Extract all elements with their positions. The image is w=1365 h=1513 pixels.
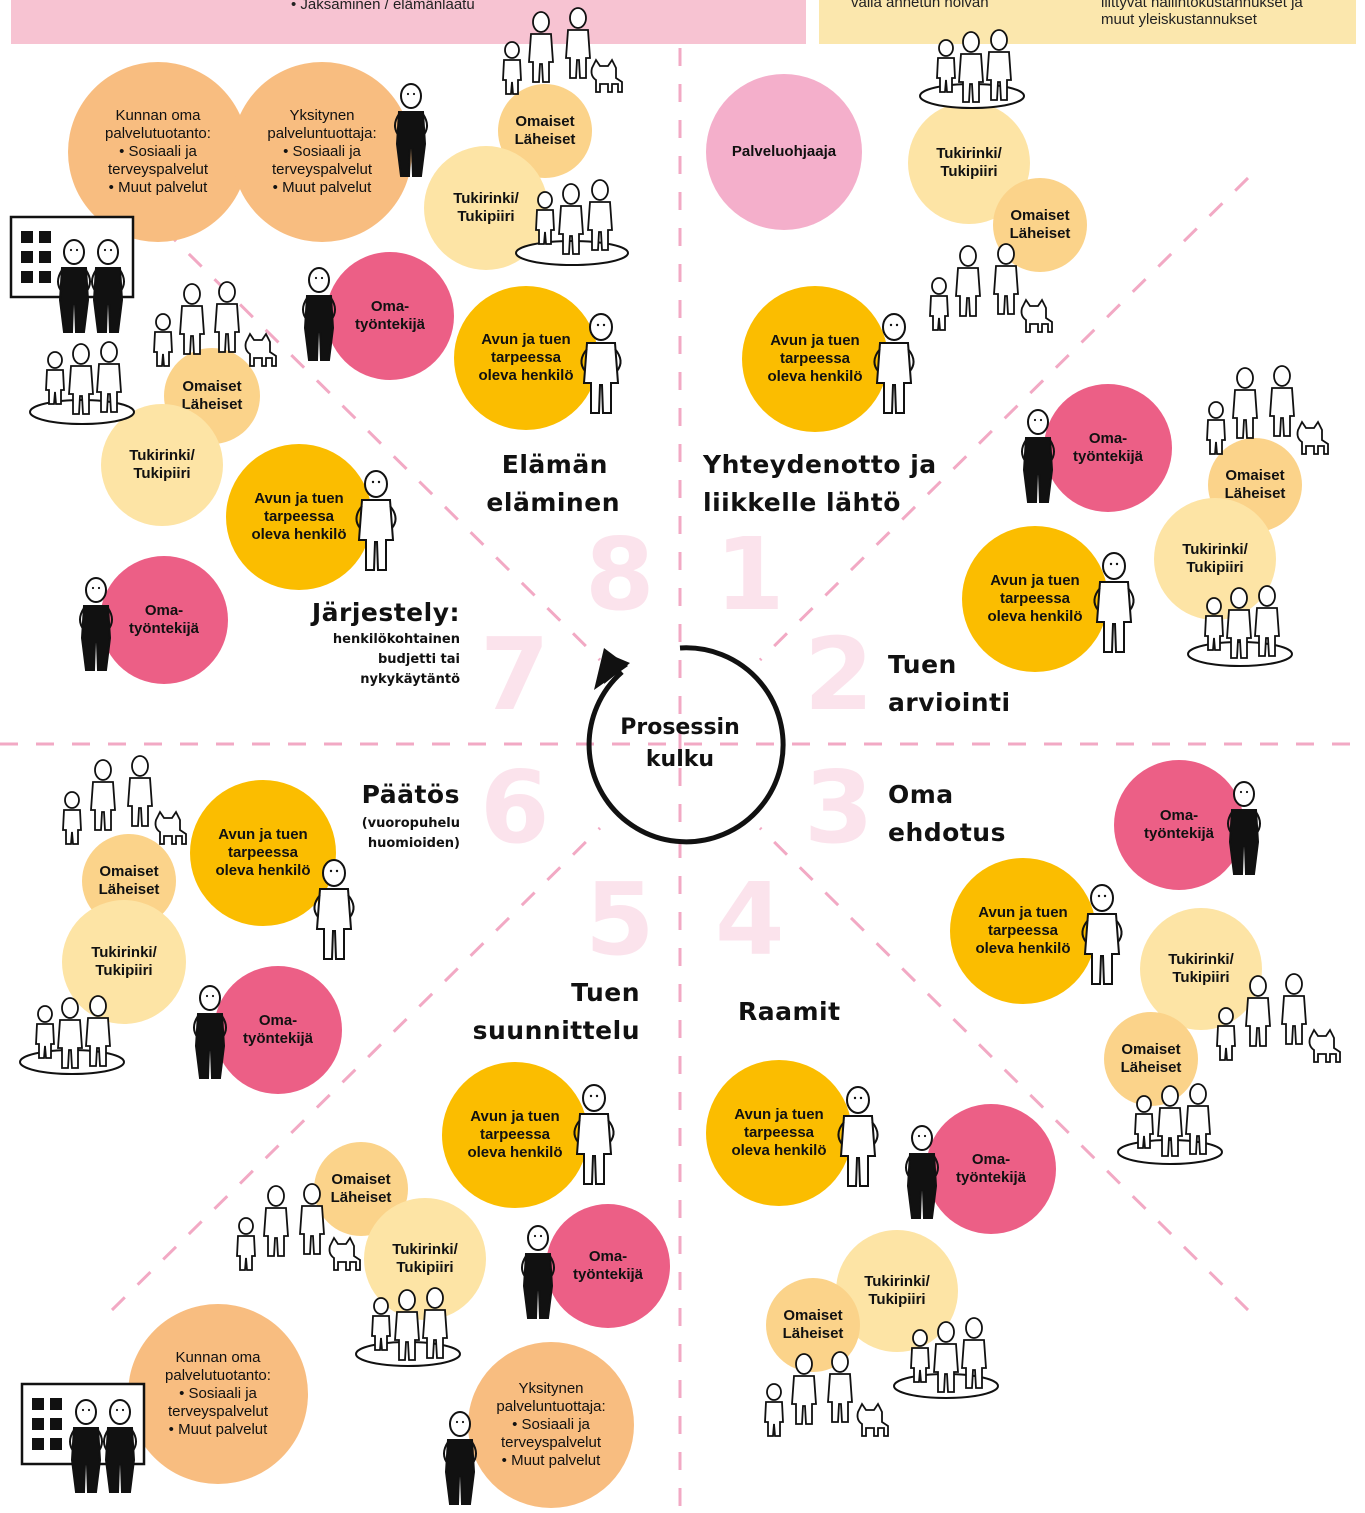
- person-icon: [573, 1084, 615, 1185]
- step-5-number: 5: [585, 861, 655, 978]
- municipal-service-circle: Kunnan oma palvelutuotanto: • Sosiaali j…: [128, 1304, 308, 1484]
- step-7-title-line1: Järjestely:: [311, 598, 460, 627]
- family-group-icon: [764, 1351, 889, 1437]
- support-circle-icon: [919, 29, 1025, 109]
- step-4-title-line1: Raamit: [738, 997, 841, 1026]
- person-icon: [873, 313, 915, 414]
- family-group-icon: [236, 1183, 361, 1271]
- step-4-number: 4: [715, 861, 785, 978]
- worker-icon: [394, 83, 428, 177]
- support-circle-icon: [1187, 585, 1293, 667]
- top-left-banner: • Jaksaminen / elämänlaatu: [11, 0, 806, 44]
- step-8-title-line2: eläminen: [486, 488, 620, 517]
- municipal-service-circle: Kunnan oma palvelutuotanto: • Sosiaali j…: [68, 62, 248, 242]
- municipal-label: Kunnan oma palvelutuotanto: • Sosiaali j…: [105, 107, 211, 196]
- person-icon: [580, 313, 622, 414]
- person-icon: [313, 859, 355, 960]
- person-icon: [1093, 552, 1135, 653]
- worker-circle: Oma- työntekijä: [1114, 760, 1244, 890]
- step-2-title-line1: Tuen: [888, 650, 957, 679]
- support-circle-icon: [515, 179, 629, 266]
- family-group-icon: [153, 281, 277, 367]
- worker-icon: [79, 577, 113, 671]
- support-circle-icon: [1117, 1083, 1223, 1165]
- top-right-banner: väliä annetun hoivan liittyvät hallintok…: [819, 0, 1356, 44]
- family-circle: Omaiset Läheiset: [164, 348, 260, 444]
- private-label: Yksitynen palveluntuottaja: • Sosiaali j…: [267, 107, 377, 196]
- family-group-icon: [502, 7, 623, 95]
- step-5-title-line1: Tuen: [571, 978, 640, 1007]
- banner-right-col2-line1: liittyvät hallintokustannukset ja: [1101, 0, 1303, 11]
- person-circle: Avun ja tuen tarpeessa oleva henkilö: [442, 1062, 588, 1208]
- step-5-title-line2: suunnittelu: [472, 1016, 640, 1045]
- step-1-title-line1: Yhteydenotto ja: [703, 450, 937, 479]
- center-process-label: Prosessin kulku: [620, 715, 740, 772]
- support-circle-icon: [893, 1317, 999, 1399]
- private-service-circle: Yksitynen palveluntuottaja: • Sosiaali j…: [468, 1342, 634, 1508]
- family-group-icon: [62, 755, 187, 845]
- support-circle-icon: [19, 995, 125, 1075]
- support-circle-icon: [29, 341, 135, 425]
- worker-icon: [1227, 781, 1261, 875]
- step-2-title-line2: arviointi: [888, 688, 1011, 717]
- private-service-circle: Yksitynen palveluntuottaja: • Sosiaali j…: [232, 62, 412, 242]
- step-6-number: 6: [480, 749, 550, 866]
- person-circle: Avun ja tuen tarpeessa oleva henkilö: [950, 858, 1096, 1004]
- step-3-title-line1: Oma: [888, 780, 954, 809]
- step-3-number: 3: [804, 749, 874, 866]
- person-circle: Avun ja tuen tarpeessa oleva henkilö: [962, 526, 1108, 672]
- worker-icon: [302, 267, 336, 361]
- step-6-subtitle: (vuoropuhelu huomioiden): [361, 816, 460, 851]
- person-circle: Avun ja tuen tarpeessa oleva henkilö: [226, 444, 372, 590]
- family-group-icon: [929, 243, 1053, 333]
- support-circle-icon: [355, 1287, 461, 1367]
- worker-circle: Oma- työntekijä: [214, 966, 342, 1094]
- family-group-icon: [1206, 365, 1329, 455]
- person-circle: Avun ja tuen tarpeessa oleva henkilö: [190, 780, 336, 926]
- family-group-icon: [1216, 973, 1341, 1063]
- step-3-title-line2: ehdotus: [888, 818, 1006, 847]
- step-1-number: 1: [715, 516, 785, 633]
- worker-circle: Oma- työntekijä: [326, 252, 454, 380]
- worker-icon: [193, 985, 227, 1079]
- family-circle: Omaiset Läheiset: [314, 1142, 408, 1236]
- service-guide-circle: Palveluohjaaja: [706, 74, 862, 230]
- person-icon: [837, 1086, 879, 1187]
- step-7-subtitle: henkilökohtainen budjetti tai nykykäytän…: [332, 632, 460, 687]
- step-8-title-line1: Elämän: [501, 450, 608, 479]
- worker-icon: [521, 1225, 555, 1319]
- worker-circle: Oma- työntekijä: [546, 1204, 670, 1328]
- family-circle: Omaiset Läheiset: [1104, 1012, 1198, 1106]
- person-icon: [1081, 884, 1123, 985]
- worker-icon: [443, 1411, 477, 1505]
- banner-right-col1: väliä annetun hoivan: [851, 0, 989, 11]
- support-circle: Tukirinki/ Tukipiiri: [101, 404, 223, 526]
- person-circle: Avun ja tuen tarpeessa oleva henkilö: [742, 286, 888, 432]
- worker-circle: Oma- työntekijä: [1044, 384, 1172, 512]
- step-6-title-line1: Päätös: [361, 780, 460, 809]
- worker-icon: [1021, 409, 1055, 503]
- support-circle: Tukirinki/ Tukipiiri: [1140, 908, 1262, 1030]
- person-icon: [355, 470, 397, 571]
- worker-circle: Oma- työntekijä: [100, 556, 228, 684]
- support-circle: Tukirinki/ Tukipiiri: [62, 900, 186, 1024]
- person-circle: Avun ja tuen tarpeessa oleva henkilö: [454, 286, 598, 430]
- person-circle: Avun ja tuen tarpeessa oleva henkilö: [706, 1060, 852, 1206]
- worker-icon: [905, 1125, 939, 1219]
- step-1-title-line2: liikkelle lähtö: [703, 488, 901, 517]
- worker-circle: Oma- työntekijä: [926, 1104, 1056, 1234]
- step-2-number: 2: [804, 616, 874, 733]
- step-7-number: 7: [480, 616, 550, 733]
- banner-left-bullet: • Jaksaminen / elämänlaatu: [291, 0, 475, 13]
- step-8-number: 8: [585, 516, 655, 633]
- family-circle: Omaiset Läheiset: [993, 178, 1087, 272]
- banner-right-col2-line2: muut yleiskustannukset: [1101, 11, 1257, 28]
